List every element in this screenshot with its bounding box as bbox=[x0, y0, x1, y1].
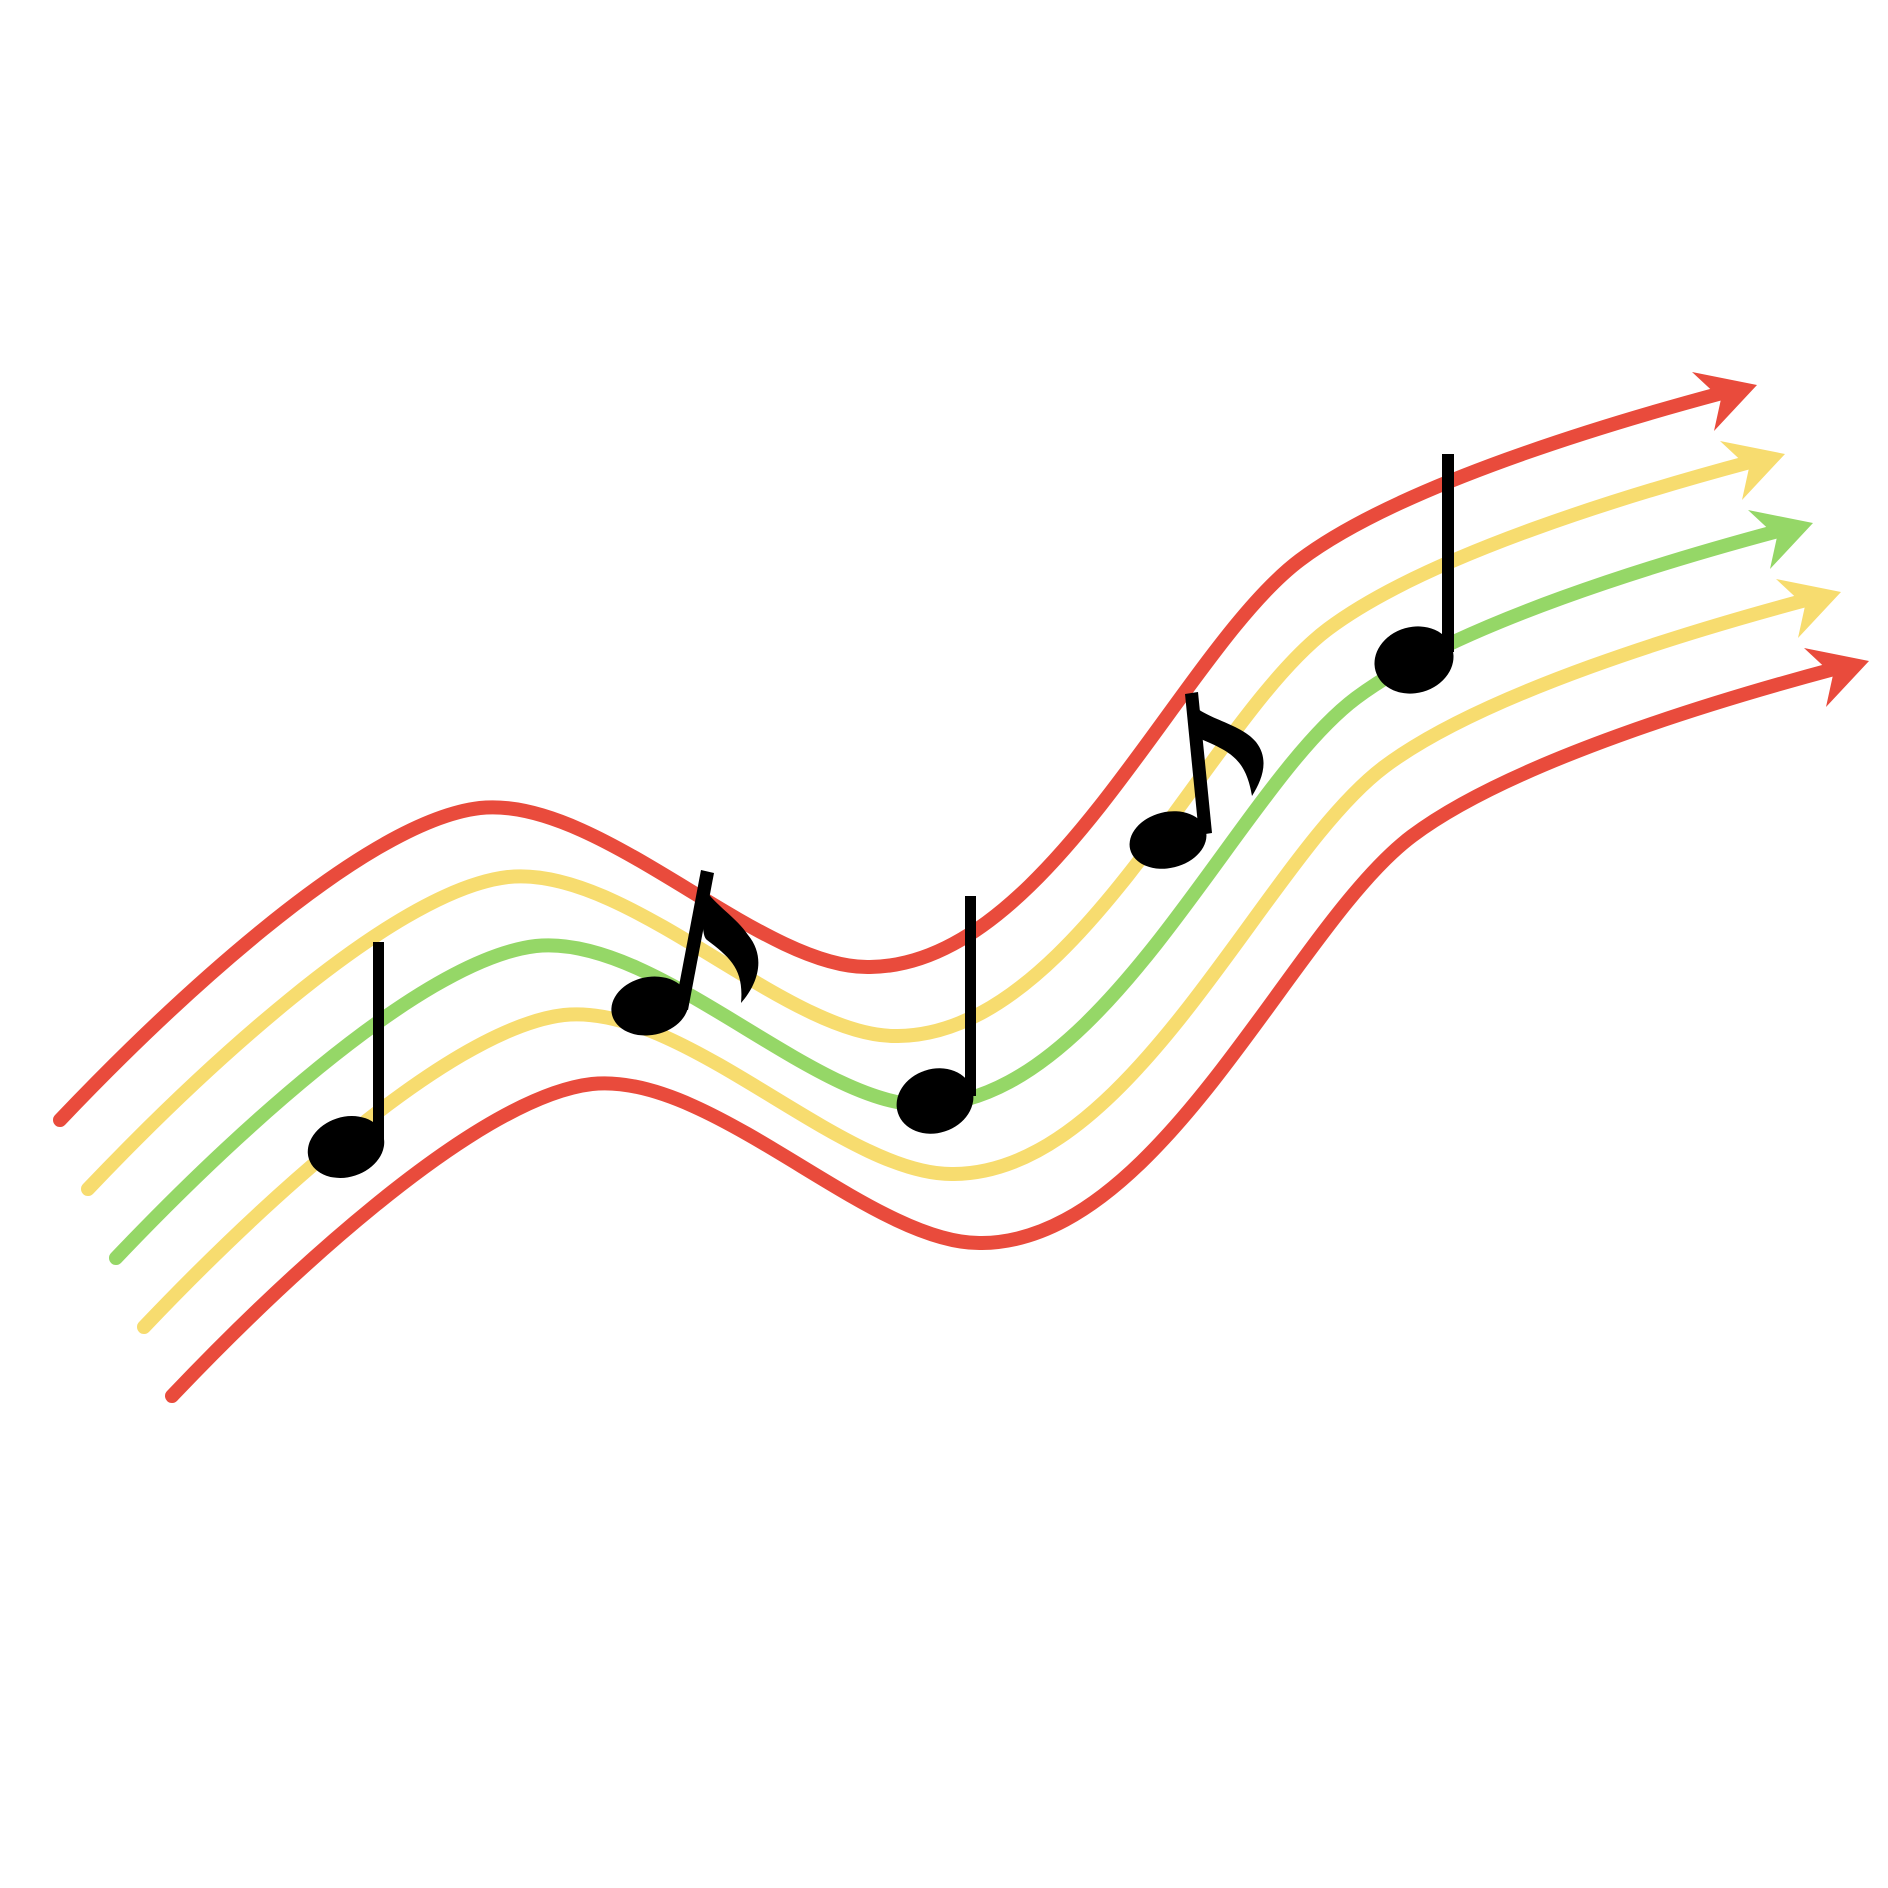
eighth-note-icon bbox=[1129, 692, 1264, 869]
staff-line-2 bbox=[81, 455, 1757, 1196]
quarter-note-icon bbox=[307, 942, 385, 1178]
staff-line-4 bbox=[137, 593, 1813, 1334]
arrow-head-icon bbox=[1748, 510, 1813, 569]
arrow-head-icon bbox=[1776, 579, 1841, 638]
staff-line-1 bbox=[53, 386, 1729, 1127]
notes bbox=[307, 454, 1454, 1178]
arrow-head-icon bbox=[1804, 648, 1869, 707]
arrow-heads bbox=[1692, 372, 1869, 707]
arrow-head-icon bbox=[1692, 372, 1757, 431]
arrow-head-icon bbox=[1720, 441, 1785, 500]
quarter-note-icon bbox=[1374, 454, 1454, 694]
quarter-note-icon bbox=[896, 896, 976, 1134]
staff-line-5 bbox=[165, 662, 1841, 1403]
staff-lines bbox=[53, 386, 1841, 1403]
eighth-note-icon bbox=[611, 870, 759, 1036]
